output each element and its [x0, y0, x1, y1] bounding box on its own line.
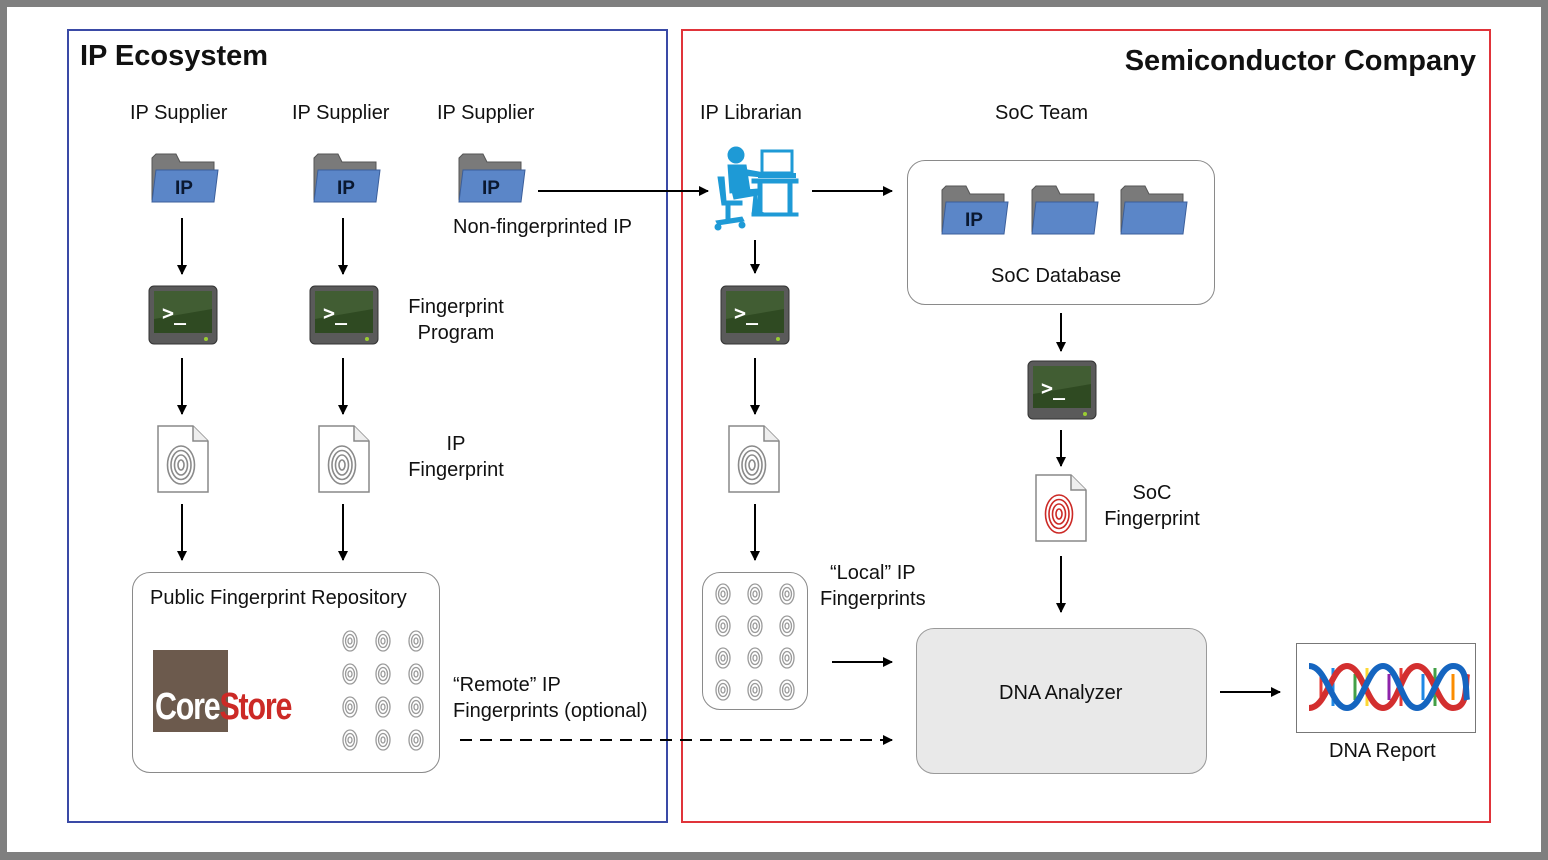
- small-fingerprint-icon: [408, 729, 424, 751]
- ip-librarian-label: IP Librarian: [700, 102, 802, 124]
- fingerprint-program-label: Fingerprint Program: [408, 296, 504, 344]
- small-fingerprint-icon: [408, 630, 424, 652]
- soc-fingerprint-document-icon: [1035, 474, 1087, 542]
- small-fingerprint-icon: [747, 583, 763, 605]
- terminal-icon: >_: [720, 285, 790, 345]
- fingerprint-document-icon: [728, 425, 780, 493]
- corestore-logo: CoreStore: [153, 650, 303, 732]
- fingerprint-document-icon: [318, 425, 370, 493]
- small-fingerprint-icon: [715, 615, 731, 637]
- small-fingerprint-icon: [342, 696, 358, 718]
- small-fingerprint-icon: [747, 615, 763, 637]
- folder-icon: [1120, 185, 1188, 235]
- small-fingerprint-icon: [375, 663, 391, 685]
- terminal-icon: >_: [309, 285, 379, 345]
- small-fingerprint-icon: [715, 647, 731, 669]
- local-fingerprints-label: “Local” IP Fingerprints: [820, 562, 926, 610]
- ip-folder-text: IP: [337, 178, 355, 199]
- dna-analyzer-box: [916, 628, 1207, 774]
- semiconductor-company-title: Semiconductor Company: [1124, 45, 1476, 77]
- small-fingerprint-icon: [408, 696, 424, 718]
- non-fingerprinted-ip-label: Non-fingerprinted IP: [453, 216, 632, 238]
- soc-fingerprint-label: SoC Fingerprint: [1104, 482, 1200, 530]
- terminal-icon: >_: [1027, 360, 1097, 420]
- ip-folder-icon: IP: [458, 153, 526, 203]
- semiconductor-company-panel: [681, 29, 1491, 823]
- folder-icon: [1031, 185, 1099, 235]
- small-fingerprint-icon: [779, 647, 795, 669]
- svg-text:>_: >_: [1041, 376, 1066, 400]
- ip-folder-icon: IP: [941, 185, 1009, 235]
- repository-title: Public Fingerprint Repository: [150, 587, 407, 609]
- ip-ecosystem-title: IP Ecosystem: [80, 40, 269, 72]
- small-fingerprint-icon: [747, 679, 763, 701]
- ip-folder-text: IP: [965, 210, 983, 231]
- terminal-icon: >_: [148, 285, 218, 345]
- small-fingerprint-icon: [375, 696, 391, 718]
- ip-supplier-label-3: IP Supplier: [437, 102, 535, 124]
- small-fingerprint-icon: [779, 615, 795, 637]
- local-fingerprints-grid: [715, 583, 795, 701]
- svg-text:>_: >_: [323, 301, 348, 325]
- soc-database-label: SoC Database: [991, 265, 1122, 287]
- small-fingerprint-icon: [408, 663, 424, 685]
- ip-fingerprint-label: IP Fingerprint: [408, 433, 504, 481]
- ip-folder-text: IP: [175, 178, 193, 199]
- small-fingerprint-icon: [342, 630, 358, 652]
- dna-report-label: DNA Report: [1329, 740, 1436, 762]
- ip-folder-icon: IP: [313, 153, 381, 203]
- dna-analyzer-label: DNA Analyzer: [999, 682, 1123, 704]
- small-fingerprint-icon: [779, 583, 795, 605]
- small-fingerprint-icon: [375, 729, 391, 751]
- ip-folder-icon: IP: [151, 153, 219, 203]
- svg-text:>_: >_: [734, 301, 759, 325]
- small-fingerprint-icon: [375, 630, 391, 652]
- small-fingerprint-icon: [779, 679, 795, 701]
- ip-librarian-person-icon: [714, 146, 799, 231]
- svg-text:>_: >_: [162, 301, 187, 325]
- small-fingerprint-icon: [342, 663, 358, 685]
- small-fingerprint-icon: [715, 679, 731, 701]
- ip-folder-text: IP: [482, 178, 500, 199]
- soc-team-label: SoC Team: [995, 102, 1089, 124]
- repository-fingerprints-grid: [342, 630, 424, 751]
- remote-fingerprints-label: “Remote” IP Fingerprints (optional): [453, 674, 648, 722]
- dna-helix-icon: [1308, 662, 1470, 712]
- ip-supplier-label-2: IP Supplier: [292, 102, 390, 124]
- dna-report-image: [1296, 643, 1476, 733]
- ip-supplier-label-1: IP Supplier: [130, 102, 228, 124]
- small-fingerprint-icon: [342, 729, 358, 751]
- small-fingerprint-icon: [715, 583, 731, 605]
- small-fingerprint-icon: [747, 647, 763, 669]
- fingerprint-document-icon: [157, 425, 209, 493]
- ip-ecosystem-panel: [67, 29, 668, 823]
